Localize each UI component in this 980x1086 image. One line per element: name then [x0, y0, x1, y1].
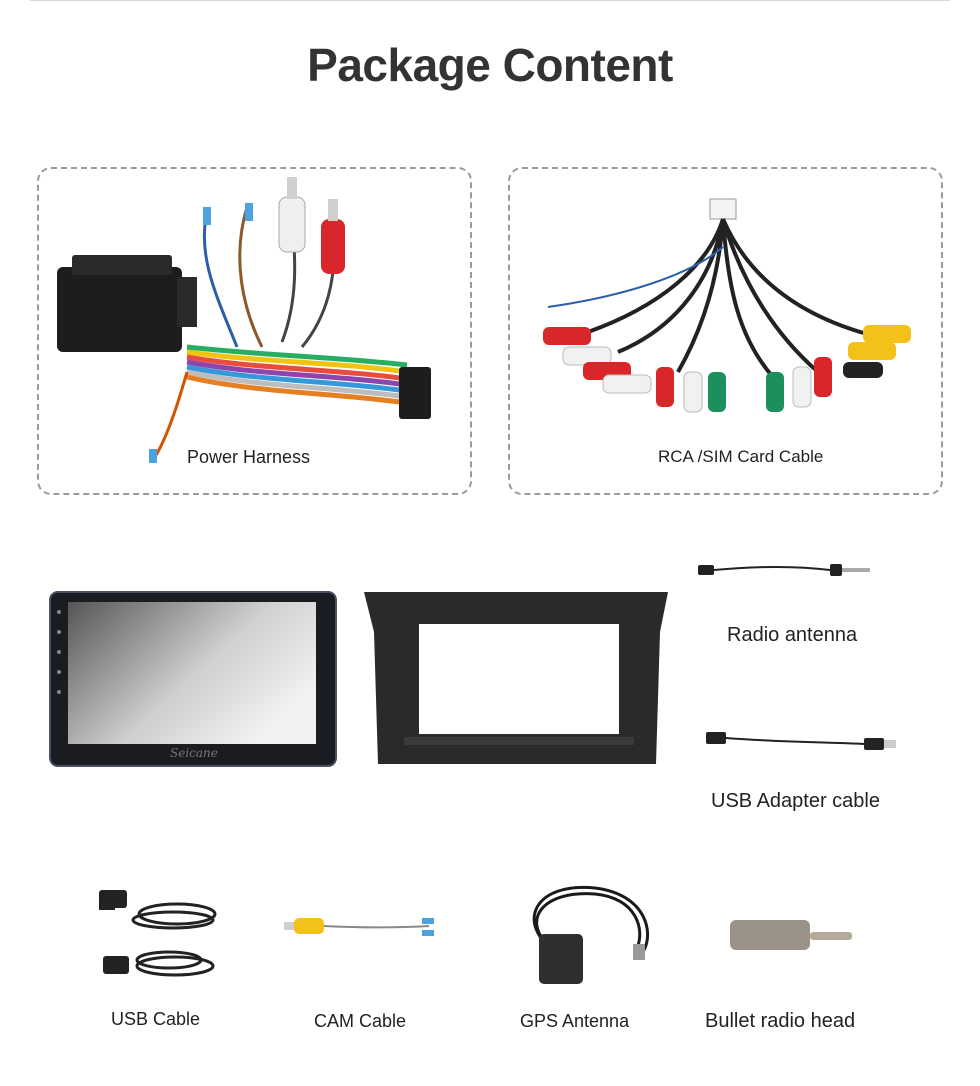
power-harness-image — [57, 177, 431, 463]
bullet-radio-head-label: Bullet radio head — [705, 1010, 856, 1032]
cam-cable-label: CAM Cable — [314, 1011, 407, 1031]
rca-cable-panel — [508, 167, 943, 495]
usb-cable-image — [99, 890, 217, 977]
page-title: Package Content — [307, 39, 673, 91]
rca-cable-label: RCA /SIM Card Cable — [658, 447, 824, 466]
radio-antenna-label: Radio antenna — [727, 624, 858, 646]
rca-cable-image — [543, 198, 911, 413]
power-harness-label: Power Harness — [187, 447, 311, 467]
top-divider — [30, 0, 950, 1]
cam-cable-image — [284, 918, 434, 936]
usb-adapter-label: USB Adapter cable — [711, 790, 880, 812]
gps-antenna-label: GPS Antenna — [520, 1011, 630, 1031]
head-unit-brand: Seicane — [170, 746, 218, 760]
radio-antenna-image — [698, 564, 870, 576]
usb-adapter-image — [706, 732, 896, 750]
bullet-radio-head-image — [730, 920, 852, 950]
gps-antenna-image — [532, 885, 650, 984]
usb-cable-label: USB Cable — [111, 1009, 201, 1029]
dash-frame-image — [364, 592, 668, 764]
head-unit-image — [49, 591, 337, 767]
power-harness-panel — [37, 167, 472, 495]
